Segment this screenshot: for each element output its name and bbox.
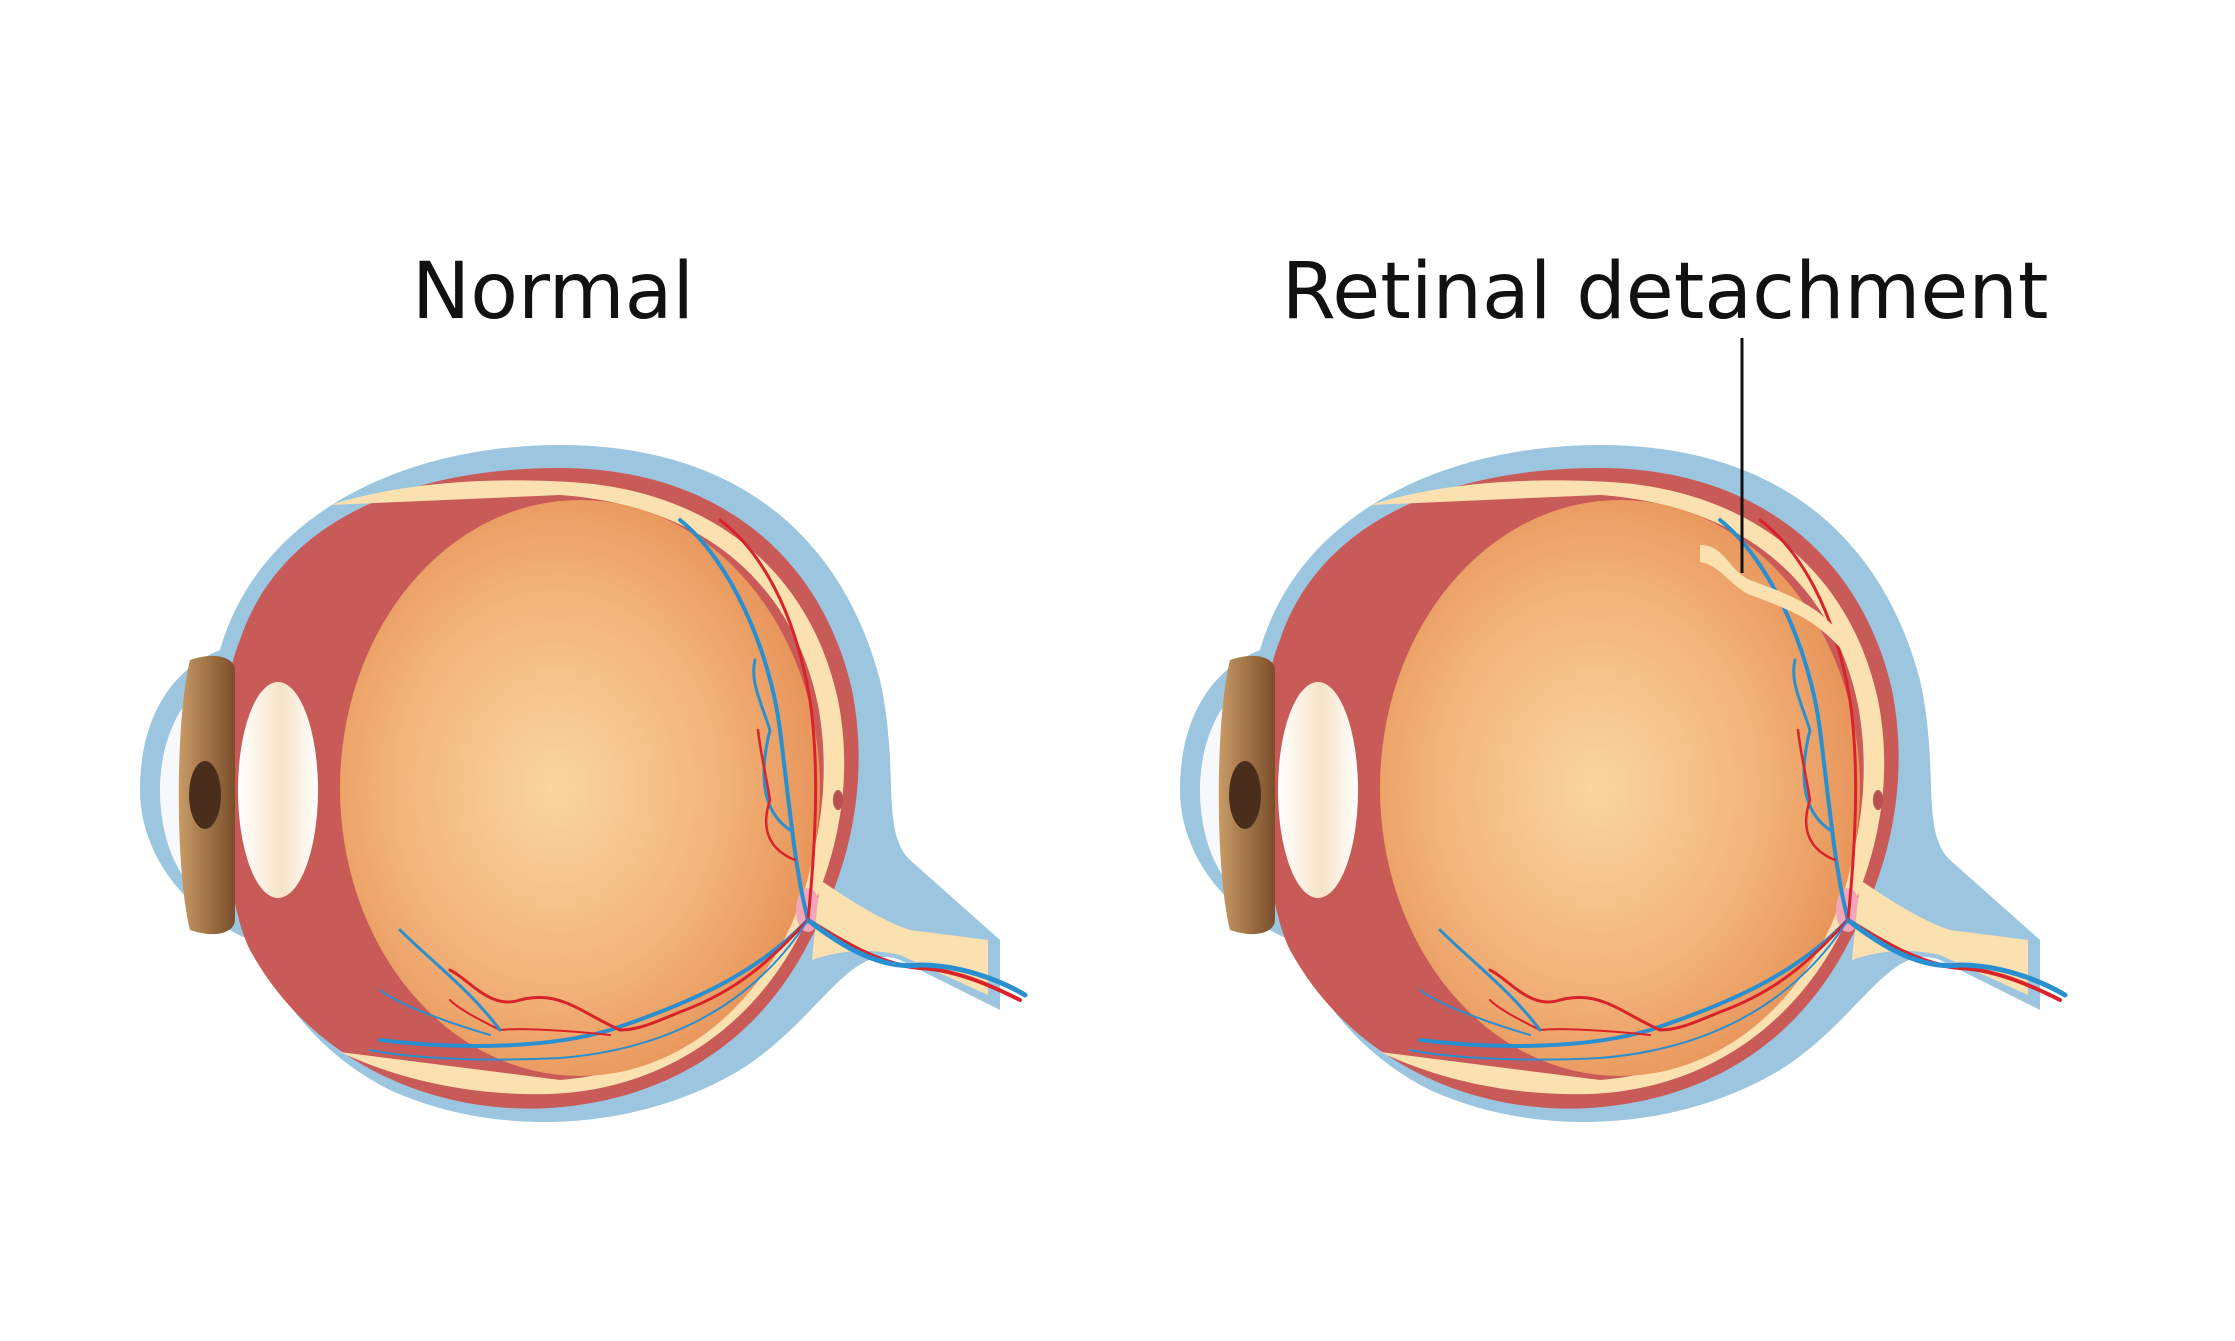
- normal-eye-illustration: [140, 445, 1025, 1122]
- detached-eye-illustration: [1180, 445, 2065, 1122]
- retinal-detachment-title: Retinal detachment: [1282, 247, 2049, 337]
- normal-title: Normal: [412, 247, 694, 337]
- detached-retina-fold: [1700, 545, 1850, 660]
